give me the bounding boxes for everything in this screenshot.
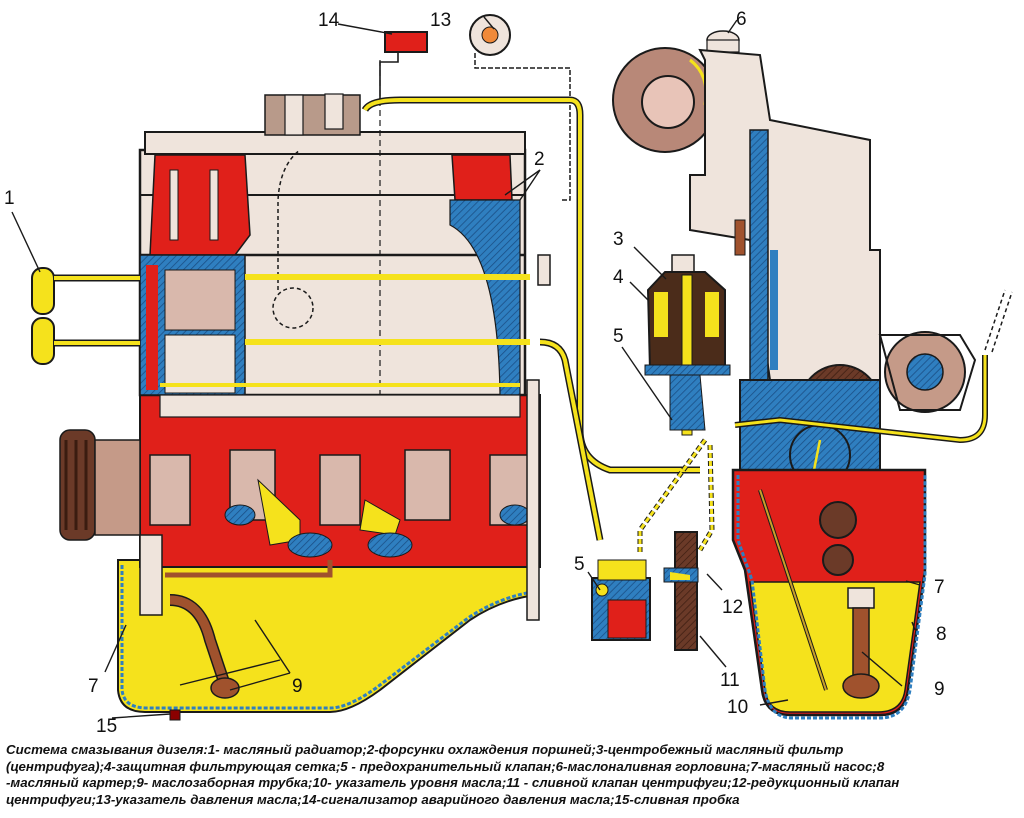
- relief-valve: [591, 559, 651, 641]
- oil-radiator: [31, 267, 140, 365]
- callout-7-right: 7: [934, 577, 945, 598]
- callout-8: 8: [936, 624, 947, 645]
- figure-caption: Система смазывания дизеля:1- масляный ра…: [6, 742, 1018, 808]
- callout-10: 10: [727, 697, 748, 718]
- callout-9-right: 9: [934, 679, 945, 700]
- lubrication-system-diagram: 1 2 3 4 5 5 6 7 7 8 9 9 10 11 12 13 14 1…: [4, 9, 1013, 737]
- callout-7-left: 7: [88, 676, 99, 697]
- leader-lines: [11, 16, 921, 719]
- callout-13: 13: [430, 10, 451, 31]
- callout-2: 2: [534, 149, 545, 170]
- callout-5-upper: 5: [613, 326, 624, 347]
- oil-sump-left: [117, 559, 536, 713]
- drain-plug: [169, 709, 181, 721]
- callout-3: 3: [613, 229, 624, 250]
- oil-pump-left: [139, 534, 163, 616]
- callout-12: 12: [722, 597, 743, 618]
- callout-6: 6: [736, 9, 747, 30]
- centrifugal-oil-filter: [644, 254, 731, 436]
- callout-1: 1: [4, 188, 15, 209]
- callout-5-lower: 5: [574, 554, 585, 575]
- caption-line: центрифуги;13-указатель давления масла;1…: [6, 791, 740, 807]
- callout-labels: 1 2 3 4 5 5 6 7 7 8 9 9 10 11 12 13 14 1…: [4, 9, 947, 737]
- crankshaft: [149, 449, 531, 558]
- centrifuge-valves: [663, 531, 699, 651]
- callout-9-left: 9: [292, 676, 303, 697]
- caption-line: Система смазывания дизеля:1- масляный ра…: [6, 742, 844, 757]
- engine-side-view: [59, 60, 541, 721]
- callout-14: 14: [318, 10, 340, 31]
- engine-front-view: [612, 30, 1013, 720]
- callout-4: 4: [613, 267, 624, 288]
- crankshaft-pulley: [59, 429, 141, 541]
- emergency-pressure-sensor: [379, 31, 428, 100]
- caption-line: -масляный картер;9- маслозаборная трубка…: [6, 775, 900, 791]
- oil-pressure-gauge: [469, 14, 571, 201]
- caption-line: (центрифуга);4-защитная фильтрующая сетк…: [6, 758, 885, 774]
- callout-11: 11: [720, 670, 740, 691]
- callout-15: 15: [96, 716, 117, 737]
